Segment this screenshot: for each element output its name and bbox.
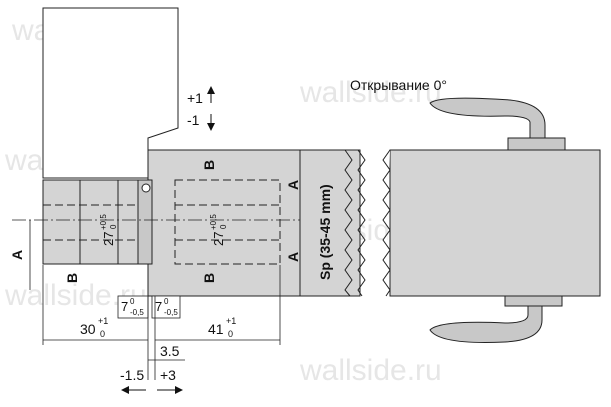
svg-text:0: 0: [100, 329, 105, 339]
pipe-bottom: [429, 305, 543, 343]
adjust-down-label: -1: [187, 112, 200, 128]
svg-text:0: 0: [219, 224, 228, 229]
door-frame: [42, 7, 179, 179]
pipe-flange-bottom: [504, 295, 563, 307]
adjust-up-label: +1: [187, 90, 203, 106]
dim-27-left: 27 +0,5 0: [99, 214, 118, 246]
dim-minus-1-5-label: -1.5: [120, 367, 144, 383]
svg-text:+1: +1: [226, 316, 236, 326]
watermark-text: wallside.ru: [299, 354, 442, 387]
dim-7-box-right: [151, 295, 181, 319]
svg-text:0: 0: [130, 297, 135, 306]
leaf-break-line: [357, 149, 366, 297]
svg-text:+0,5: +0,5: [209, 214, 218, 230]
dim-3-5-label: 3.5: [160, 343, 180, 359]
hinge-knuckle: [137, 179, 153, 265]
pipe-top: [429, 97, 546, 139]
svg-text:27: 27: [211, 232, 226, 246]
watermark-text: wallside.ru: [299, 76, 442, 109]
svg-text:27: 27: [101, 232, 116, 246]
svg-text:-0,5: -0,5: [130, 308, 144, 317]
opening-label: Открывание 0°: [350, 77, 447, 93]
svg-text:+0,5: +0,5: [99, 214, 108, 230]
label-a: A: [285, 180, 301, 190]
svg-text:0: 0: [164, 297, 169, 306]
dim-27-right: 27 +0,5 0: [209, 214, 228, 246]
svg-text:0: 0: [228, 329, 233, 339]
dim-7-right: 7: [155, 299, 162, 314]
label-b: B: [201, 160, 217, 170]
door-leaf-right: [389, 149, 601, 297]
hinge-frame-part: [42, 179, 139, 265]
svg-text:0: 0: [109, 224, 118, 229]
hinge-leaf-part: [174, 179, 281, 265]
label-a: A: [285, 252, 301, 262]
dim-a-label: A: [9, 250, 25, 260]
dim-30-label: 30: [80, 321, 96, 337]
svg-text:+1: +1: [98, 316, 108, 326]
pipe-flange-top: [507, 137, 566, 151]
dim-plus-3-label: +3: [160, 367, 176, 383]
dim-7-left: 7: [121, 299, 128, 314]
svg-text:-0,5: -0,5: [164, 308, 178, 317]
dim-41-label: 41: [208, 321, 224, 337]
sp-label: Sp (35-45 mm): [317, 184, 333, 280]
leaf-break-line: [344, 149, 353, 297]
label-b: B: [64, 273, 80, 283]
leaf-break-line: [382, 149, 391, 297]
hinge-pin: [141, 183, 151, 193]
label-b: B: [201, 273, 217, 283]
